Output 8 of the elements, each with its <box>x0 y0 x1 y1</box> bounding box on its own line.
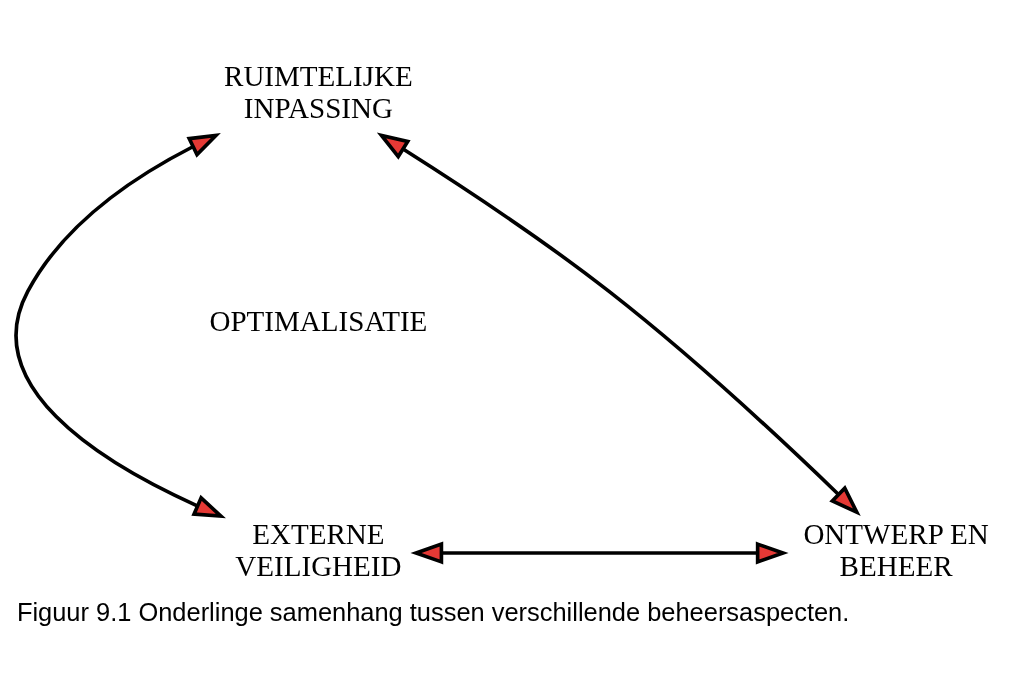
arrow <box>14 132 226 518</box>
arrow <box>410 541 789 564</box>
node-text: EXTERNE VEILIGHEID <box>235 517 402 582</box>
node-text: RUIMTELIJKE INPASSING <box>224 59 413 124</box>
node-text: ONTWERP EN BEHEER <box>803 517 989 582</box>
arrow <box>376 132 861 516</box>
label: OPTIMALISATIE <box>209 304 428 337</box>
caption: Figuur 9.1 Onderlinge samenhang tussen verschillende beheersaspecten. <box>16 597 850 626</box>
